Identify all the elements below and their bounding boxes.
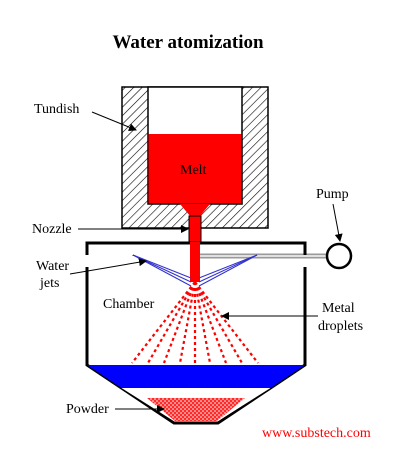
- nozzle-funnel: [180, 204, 210, 216]
- pump-pointer: [332, 203, 343, 242]
- powder-label: Powder: [66, 402, 109, 417]
- melt-label: Melt: [180, 163, 207, 178]
- powder-pile: [147, 398, 245, 421]
- credit-text: www.substech.com: [262, 426, 371, 441]
- water-jets-label-line1: Water: [36, 259, 69, 274]
- water-jets-label-line2: jets: [39, 276, 59, 291]
- chamber: [85, 241, 307, 425]
- metal-droplets: [131, 281, 259, 364]
- tundish-label: Tundish: [34, 102, 79, 117]
- melt-stream: [190, 242, 200, 282]
- chamber-label: Chamber: [103, 297, 155, 312]
- water-layer: [88, 365, 304, 388]
- metal-droplets-label-line1: Metal: [322, 301, 355, 316]
- pump-label: Pump: [316, 187, 349, 202]
- metal-droplets-label-line2: droplets: [318, 319, 363, 334]
- tundish-pointer: [91, 111, 137, 132]
- tundish: [121, 86, 269, 229]
- melt-pool: [148, 134, 242, 204]
- nozzle-label: Nozzle: [32, 222, 72, 237]
- diagram-title: Water atomization: [112, 32, 264, 53]
- nozzle: [188, 215, 202, 243]
- water-jets-pointer: [69, 258, 147, 275]
- pump-icon: [325, 242, 353, 270]
